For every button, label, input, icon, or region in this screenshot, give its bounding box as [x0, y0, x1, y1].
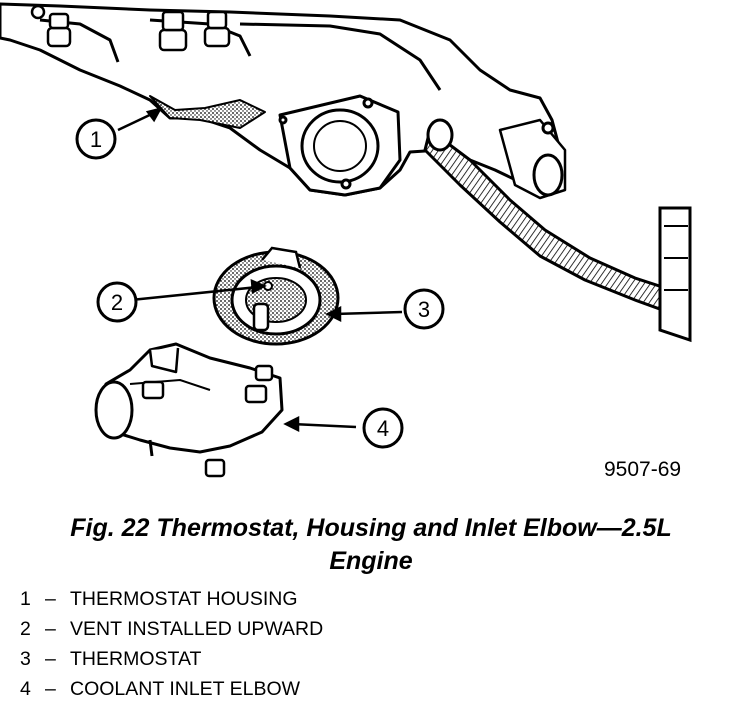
callout-1-label: 1 — [90, 127, 102, 152]
legend-number: 3 — [20, 648, 31, 670]
figure-id-label: 9507-69 — [604, 458, 682, 481]
callout-1: 1 — [75, 118, 117, 160]
callout-2-label: 2 — [111, 290, 123, 315]
legend-separator: – — [45, 588, 56, 610]
callout-4: 4 — [362, 407, 404, 449]
parts-legend: 1–THERMOSTAT HOUSING 2–VENT INSTALLED UP… — [20, 586, 323, 706]
bracket-drawing — [658, 206, 692, 343]
callout-4-label: 4 — [377, 416, 389, 441]
legend-number: 4 — [20, 678, 31, 700]
caption-line-1: Fig. 22 Thermostat, Housing and Inlet El… — [70, 514, 672, 542]
callout-3: 3 — [403, 288, 445, 330]
coolant-inlet-elbow-drawing — [94, 342, 284, 478]
legend-item: 3–THERMOSTAT — [20, 646, 323, 676]
legend-separator: – — [45, 618, 56, 640]
legend-text: VENT INSTALLED UPWARD — [70, 618, 324, 640]
legend-separator: – — [45, 648, 56, 670]
thermostat-housing-illustration: 1 2 3 4 — [0, 2, 692, 478]
callout-leaders — [117, 107, 403, 433]
legend-text: COOLANT INLET ELBOW — [70, 678, 301, 700]
callout-3-label: 3 — [418, 297, 430, 322]
legend-text: THERMOSTAT — [70, 648, 202, 670]
thermostat-drawing — [212, 246, 340, 346]
legend-item: 4–COOLANT INLET ELBOW — [20, 676, 323, 706]
legend-text: THERMOSTAT HOUSING — [70, 588, 298, 610]
figure-caption: Fig. 22 Thermostat, Housing and Inlet El… — [0, 512, 752, 578]
legend-item: 1–THERMOSTAT HOUSING — [20, 586, 323, 616]
callout-2: 2 — [96, 281, 138, 323]
legend-separator: – — [45, 678, 56, 700]
engine-block-drawing — [0, 2, 567, 200]
legend-number: 2 — [20, 618, 31, 640]
caption-line-2: Engine — [329, 547, 413, 575]
legend-number: 1 — [20, 588, 31, 610]
legend-item: 2–VENT INSTALLED UPWARD — [20, 616, 323, 646]
